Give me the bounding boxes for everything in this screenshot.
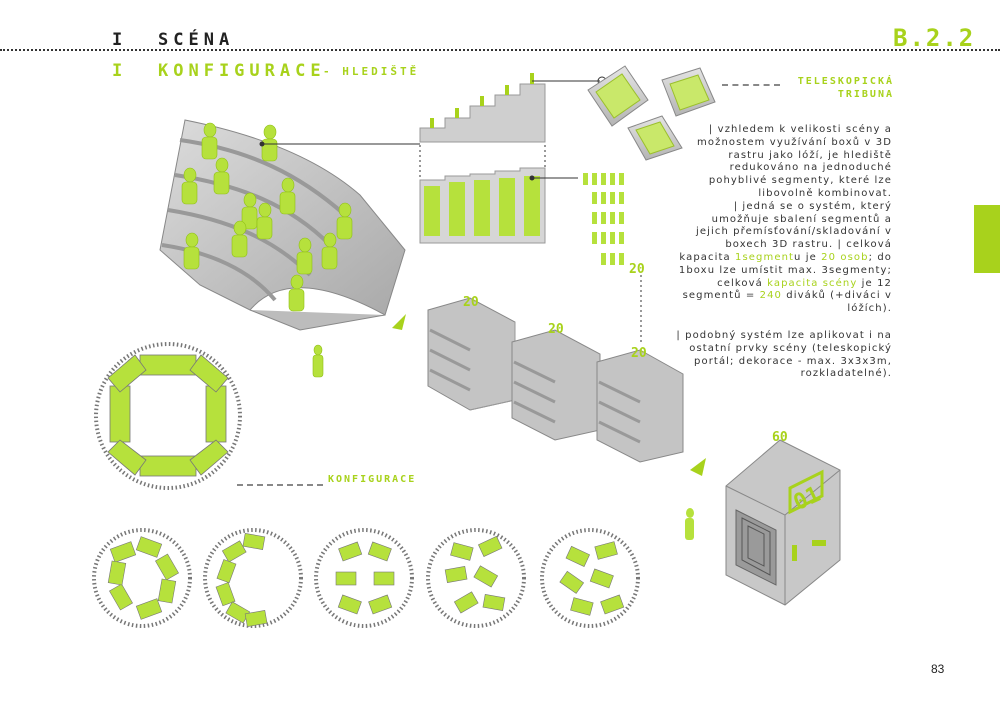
arrow-marker — [690, 458, 706, 476]
side-tab — [974, 205, 1000, 273]
description-p1: | vzhledem k velikosti scény a možnostem… — [697, 124, 892, 199]
config-dash — [237, 484, 323, 486]
plan-variant-4 — [426, 528, 526, 628]
highlight-segment: 1segment — [735, 251, 795, 263]
storage-boxes — [427, 297, 684, 463]
folding-segment-views — [587, 65, 716, 161]
box1-label: 20 — [463, 295, 479, 310]
sub-title: KONFIGURACE — [158, 61, 326, 81]
description-p2a: | jedná se o systém, který umožňuje sbal… — [695, 200, 892, 251]
tribune-dash — [722, 84, 780, 86]
sub-suffix: - HLEDIŠTĚ — [323, 65, 420, 78]
plan-variant-5 — [540, 528, 640, 628]
plan-variant-3 — [314, 528, 414, 628]
plan-variant-2 — [203, 528, 303, 628]
description-text: je 12 segmentů = — [682, 277, 892, 302]
page-code: B.2.2 — [893, 24, 976, 52]
description-p2: | jedná se o systém, který umožňuje sbal… — [676, 201, 892, 316]
plan-variants — [92, 528, 640, 628]
highlight-capacity: kapacita scény — [767, 277, 858, 289]
tribune-section-stacked — [419, 145, 578, 244]
page-number: 83 — [931, 662, 945, 676]
audience-figures — [181, 122, 353, 378]
cube-label: 60 — [772, 430, 788, 445]
section-title: SCÉNA — [158, 30, 235, 50]
tribune-label-line1: TELESKOPICKÁ — [797, 76, 894, 87]
arrow-marker — [392, 314, 406, 330]
plan-full-ring — [94, 342, 242, 490]
people-count-label: 20 — [629, 262, 645, 277]
description-text: ; do 1boxu lze umístit max. 3segmenty; c… — [678, 251, 892, 289]
description-text: u je — [794, 251, 822, 263]
box2-label: 20 — [548, 322, 564, 337]
box3-label: 20 — [631, 346, 647, 361]
tribune-label: TELESKOPICKÁ TRIBUNA — [780, 75, 894, 101]
plan-variant-1 — [92, 528, 192, 628]
tribune-section-extended — [419, 73, 607, 143]
header-divider — [0, 49, 1000, 51]
highlight-persons: 20 osob — [821, 251, 869, 263]
sub-marker: I — [112, 61, 128, 81]
section-marker: I — [112, 30, 128, 50]
highlight-total: 240 — [759, 290, 783, 302]
capacity-labels: 20 20 20 20 60 — [463, 262, 788, 445]
config-label: KONFIGURACE — [328, 474, 417, 485]
tribune-label-line2: TRIBUNA — [837, 89, 894, 100]
description-text: diváků (+diváci v lóžích). — [782, 290, 892, 315]
storage-cube — [685, 439, 841, 606]
description: | vzhledem k velikosti scény a možnostem… — [676, 124, 892, 393]
description-text: | celková kapacita — [679, 239, 892, 263]
people-grid — [583, 173, 624, 265]
description-p3: | podobný systém lze aplikovat i na osta… — [676, 329, 892, 380]
grandstand-isometric — [159, 119, 420, 378]
